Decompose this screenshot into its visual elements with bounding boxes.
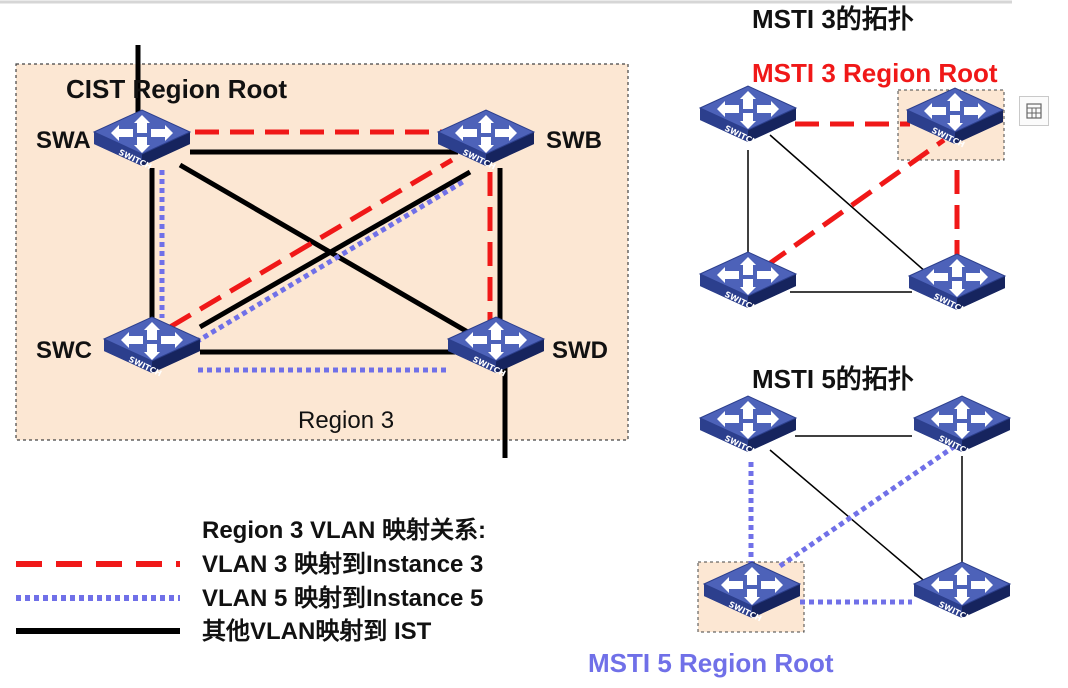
msti3-red-links bbox=[764, 121, 960, 269]
table-grid-icon[interactable] bbox=[1019, 96, 1049, 126]
legend-item-ist: 其他VLAN映射到 IST bbox=[202, 618, 432, 645]
msti3-switch-d[interactable] bbox=[908, 253, 1006, 316]
table-grid-glyph bbox=[1026, 103, 1042, 119]
msti3-title: MSTI 3的拓扑 bbox=[752, 4, 914, 34]
swb-label: SWB bbox=[546, 127, 602, 154]
msti5-switch-a[interactable] bbox=[699, 395, 797, 458]
msti3-root-label: MSTI 3 Region Root bbox=[752, 58, 998, 88]
ist-links bbox=[149, 149, 503, 355]
msti5-root-label: MSTI 5 Region Root bbox=[588, 648, 834, 678]
region-3-box bbox=[15, 63, 629, 441]
legend-title: Region 3 VLAN 映射关系: bbox=[202, 517, 486, 544]
swd-label: SWD bbox=[552, 337, 608, 364]
msti5-switch-b[interactable] bbox=[913, 395, 1011, 458]
swc-label: SWC bbox=[36, 337, 92, 364]
msti5-switch-d[interactable] bbox=[913, 561, 1011, 624]
msti5-blue-links bbox=[748, 443, 957, 605]
cist-root-label: CIST Region Root bbox=[66, 74, 287, 104]
swa-label: SWA bbox=[36, 127, 91, 154]
msti5-title: MSTI 5的拓扑 bbox=[752, 364, 914, 394]
vlan3-links bbox=[168, 129, 493, 330]
msti3-switch-c[interactable] bbox=[699, 251, 797, 314]
msti3-thin-links bbox=[747, 134, 936, 293]
region-name: Region 3 bbox=[298, 407, 394, 434]
msti5-thin-links bbox=[769, 435, 963, 591]
legend-item-vlan5: VLAN 5 映射到Instance 5 bbox=[202, 585, 483, 612]
vlan5-links bbox=[159, 170, 468, 373]
legend-item-vlan3: VLAN 3 映射到Instance 3 bbox=[202, 551, 483, 578]
msti3-switch-a[interactable] bbox=[699, 85, 797, 148]
